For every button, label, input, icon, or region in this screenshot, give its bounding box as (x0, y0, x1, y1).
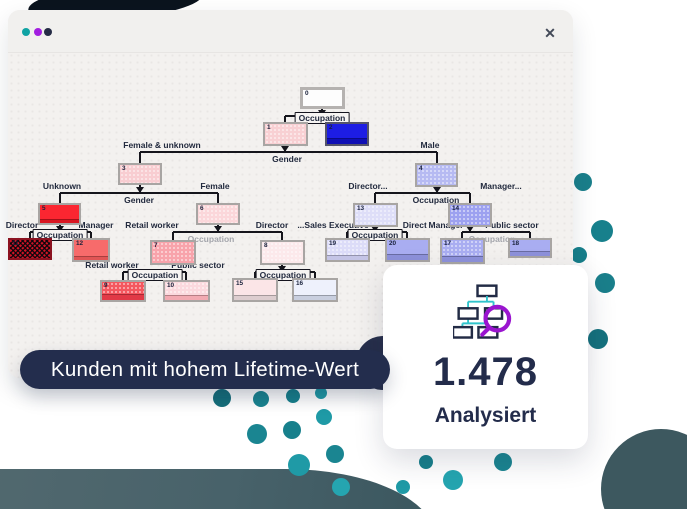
bg-dot (332, 478, 350, 496)
bg-dot (247, 424, 267, 444)
stat-card: 1.478 Analysiert (383, 265, 588, 449)
bg-dot (288, 454, 310, 476)
window-titlebar: ✕ (8, 10, 573, 53)
bg-dot (595, 273, 615, 293)
org-chart-magnifier-icon (383, 283, 588, 348)
bg-dot (419, 455, 433, 469)
bg-dot (574, 173, 592, 191)
bg-dot (396, 480, 410, 494)
bg-dot (316, 409, 332, 425)
bg-dot (213, 389, 231, 407)
pill-label: Kunden mit hohem Lifetime-Wert (50, 357, 360, 381)
bg-dot (571, 247, 587, 263)
traffic-light-navy-dot[interactable] (44, 28, 52, 36)
bg-dot (494, 453, 512, 471)
stat-label: Analysiert (434, 404, 537, 427)
bg-corner-blob (601, 429, 687, 509)
bg-swoosh (0, 469, 436, 509)
pill-badge[interactable]: Kunden mit hohem Lifetime-Wert (20, 350, 390, 389)
bg-dot (591, 220, 613, 242)
bg-dot (315, 387, 327, 399)
bg-dot (283, 421, 301, 439)
bg-dot (253, 391, 269, 407)
close-icon[interactable]: ✕ (544, 25, 556, 41)
stat-value: 1.478 (432, 350, 539, 394)
bg-dot (588, 329, 608, 349)
bg-dot (443, 470, 463, 490)
traffic-light-purple-dot[interactable] (34, 28, 42, 36)
traffic-light-teal-dot[interactable] (22, 28, 30, 36)
bg-dot (326, 445, 344, 463)
bg-dot (286, 389, 300, 403)
